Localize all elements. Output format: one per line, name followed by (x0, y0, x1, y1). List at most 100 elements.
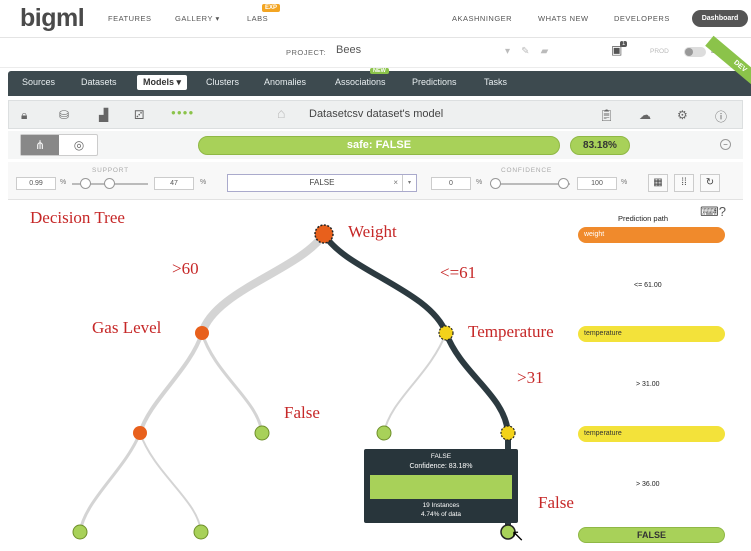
path-step-weight: weight (578, 227, 725, 243)
path-result: FALSE (578, 527, 725, 543)
bigml-logo[interactable]: bigml (20, 4, 85, 33)
support-max-input[interactable]: 47 (154, 177, 194, 190)
node-leaf-temp-left[interactable] (376, 425, 392, 441)
actions-icon[interactable]: ⚙ (677, 108, 688, 122)
annotation-gt60: >60 (172, 259, 199, 278)
collapse-icon[interactable]: − (720, 139, 731, 150)
keyboard-icon[interactable]: ⌨? (700, 204, 726, 219)
path-condition-2: > 31.00 (636, 381, 660, 388)
support-slider-max-knob[interactable] (104, 178, 115, 189)
resource-tab-bar: Sources Datasets Models ▾ Clusters Anoma… (8, 71, 751, 96)
chevron-down-icon: ▾ (215, 14, 220, 23)
project-bar: PROJECT: Bees ▾ ✎ ▰ ▣ 1 PROD DEV (0, 38, 751, 68)
sunburst-view-icon[interactable]: ◎ (73, 138, 85, 152)
class-value-selected: FALSE (309, 178, 335, 187)
top-navigation-bar: bigml FEATURES GALLERY ▾ LABS EXP AKASHN… (0, 0, 751, 38)
branch-gaslevel-left (138, 332, 204, 434)
branch-left-leaf2 (139, 432, 202, 533)
nav-features[interactable]: FEATURES (108, 14, 152, 23)
node-leaf-2[interactable] (193, 524, 209, 540)
confidence-max-input[interactable]: 100 (577, 177, 617, 190)
node-temperature-2[interactable] (500, 425, 516, 441)
project-label: PROJECT: (286, 48, 327, 57)
edit-icon[interactable]: ✎ (521, 46, 530, 57)
pct-label: % (60, 179, 67, 186)
nav-gallery[interactable]: GALLERY ▾ (175, 14, 220, 23)
lock-icon[interactable]: 🔒︎ (21, 108, 28, 122)
annotation-temperature: Temperature (468, 322, 554, 341)
database-icon[interactable]: ⛁ (59, 108, 70, 122)
grid-view-icon[interactable]: ▦ (648, 174, 668, 192)
nav-whats-new[interactable]: WHATS NEW (538, 14, 589, 23)
info-icon[interactable]: ⓘ (715, 110, 728, 124)
prod-dev-toggle[interactable] (684, 47, 706, 57)
decision-tree-canvas (72, 224, 516, 540)
branch-temp-leaf (383, 332, 447, 434)
confidence-min-input[interactable]: 0 (431, 177, 471, 190)
support-slider-min-knob[interactable] (80, 178, 91, 189)
confidence-slider[interactable] (490, 183, 570, 185)
progress-dots: ●●●● (171, 108, 195, 117)
nav-developers[interactable]: DEVELOPERS (614, 14, 670, 23)
tab-models[interactable]: Models ▾ (137, 75, 188, 90)
tab-sources[interactable]: Sources (22, 77, 56, 87)
tab-clusters[interactable]: Clusters (206, 77, 240, 87)
tab-datasets[interactable]: Datasets (81, 77, 117, 87)
branch-left-leaf1 (78, 432, 142, 533)
confidence-slider-max-knob[interactable] (558, 178, 569, 189)
clipboard-icon[interactable]: 📋︎ (599, 108, 615, 122)
pct-label: % (200, 179, 207, 186)
pct-label: % (621, 179, 628, 186)
model-toolbar: 🔒︎ ⛁ ▟ ⚂ ●●●● ⌂ Datasetcsv dataset's mod… (8, 100, 743, 129)
node-leaf-1[interactable] (72, 524, 88, 540)
branch-gaslevel-right (200, 332, 264, 434)
logo-text-big: big (20, 4, 57, 32)
dashboard-button[interactable]: Dashboard (692, 10, 748, 27)
node-weight[interactable] (314, 224, 334, 244)
prediction-output: safe: FALSE (198, 136, 560, 155)
close-icon[interactable]: × (393, 178, 398, 187)
grid-dense-icon[interactable]: ⁞⁞ (674, 174, 694, 192)
bar-chart-icon[interactable]: ▟ (99, 108, 109, 122)
refresh-icon[interactable]: ↻ (700, 174, 720, 192)
tree-view-icon[interactable]: ⋔ (21, 135, 59, 155)
notification-count: 1 (620, 41, 628, 47)
chevron-down-icon[interactable]: ▾ (505, 46, 511, 57)
tab-tasks[interactable]: Tasks (484, 77, 508, 87)
project-actions: ▾ ✎ ▰ (505, 46, 548, 57)
project-name[interactable]: Bees (336, 44, 362, 56)
tab-predictions[interactable]: Predictions (412, 77, 457, 87)
cloud-icon[interactable]: ☁ (639, 108, 651, 122)
prediction-path-title: Prediction path (618, 214, 669, 223)
tooltip-data-pct: 4.74% of data (420, 511, 462, 518)
tooltip-confidence: Confidence: 83.18% (409, 463, 473, 470)
node-tooltip: FALSE Confidence: 83.18% 19 Instances 4.… (364, 449, 518, 523)
annotation-false-bottom: False (538, 493, 574, 512)
logo-text-ml: ml (56, 4, 85, 32)
tooltip-confidence-bar (370, 475, 512, 499)
pct-label: % (476, 179, 483, 186)
path-step-temperature: temperature (578, 326, 725, 342)
prediction-row: ⋔ ◎ safe: FALSE 83.18% − (8, 131, 743, 159)
confidence-slider-min-knob[interactable] (490, 178, 501, 189)
node-temperature[interactable] (438, 325, 454, 341)
nav-user[interactable]: AKASHNINGER (452, 14, 513, 23)
node-leaf-selected[interactable] (500, 524, 516, 540)
node-left-split[interactable] (133, 426, 147, 440)
node-leaf-false-mid[interactable] (254, 425, 270, 441)
nav-labs[interactable]: LABS (247, 14, 269, 23)
tab-associations[interactable]: Associations (335, 77, 386, 87)
support-label: SUPPORT (92, 167, 129, 174)
model-title: Datasetcsv dataset's model (309, 108, 444, 120)
node-gas-level[interactable] (195, 326, 209, 340)
annotation-gas-level: Gas Level (92, 318, 162, 337)
folder-icon[interactable]: ▰ (540, 46, 549, 57)
path-step-temperature-2: temperature (578, 426, 725, 442)
chevron-down-icon[interactable]: ▾ (402, 175, 416, 191)
support-min-input[interactable]: 0.99 (16, 177, 56, 190)
notification-icon[interactable]: ▣ (611, 43, 623, 57)
model-type-icon[interactable]: ⚂ (134, 108, 145, 122)
mouse-cursor-icon: ↖ (511, 528, 525, 545)
class-value-select[interactable]: FALSE × ▾ (227, 174, 417, 192)
tab-anomalies[interactable]: Anomalies (264, 77, 307, 87)
